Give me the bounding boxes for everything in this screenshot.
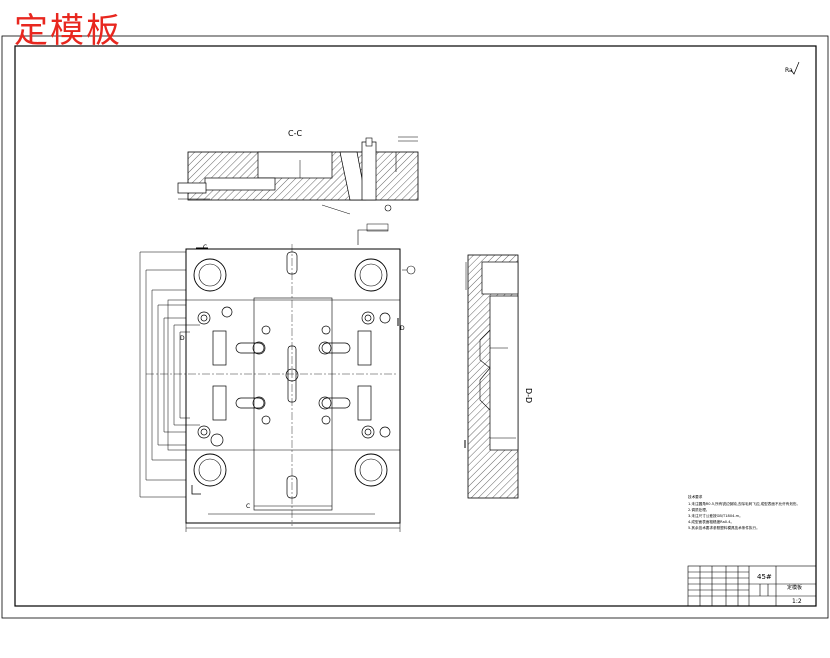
part-name-label: 定模板 [787,584,802,591]
notes-heading: 技术要求 [688,494,703,499]
section-marker-d-right: D [400,325,405,332]
title-block [687,565,817,607]
svg-text:Ra: Ra [785,67,793,74]
dimension-lines-left [139,251,200,498]
section-dd-label: D-D [524,388,533,403]
guide-hole-br [354,453,388,487]
outer-frame [1,35,829,619]
inner-frame [14,45,817,607]
scale-label: 1:2 [792,598,802,605]
technical-notes: 技术要求 1.未注圆角R0.5,所有锐边倒钝,去除毛刺飞边,成型表面不允许有划伤… [688,494,800,530]
watermark-title: 定模板 [14,11,122,51]
section-cc-view: C-C [177,129,419,215]
guide-hole-tl [193,258,227,292]
note-item-1: 1.未注圆角R0.5,所有锐边倒钝,去除毛刺飞边,成型表面不允许有划伤。 [688,501,800,506]
section-cc-label: C-C [288,129,302,138]
material-label: 45# [757,573,772,581]
section-marker-d-left: D [180,335,185,342]
note-item-5: 5.其余技术要求参照塑料模具技术条件执行。 [688,525,760,530]
plan-view: C C D D [139,223,416,532]
note-item-4: 4.成型面表面粗糙度Ra0.4。 [688,519,734,524]
section-marker-c-bottom: C [246,503,250,510]
dimension-lines-bottom [185,505,401,532]
note-item-2: 2.调质处理。 [688,507,709,512]
guide-hole-bl [193,453,227,487]
roughness-symbol-icon: Ra [785,61,800,75]
screw-holes [197,306,391,447]
runner-slots [235,341,351,410]
note-item-3: 3.未注尺寸公差按GB/T1804-m。 [688,513,743,518]
section-dd-view: D-D [464,254,533,499]
guide-hole-tr [354,258,388,292]
